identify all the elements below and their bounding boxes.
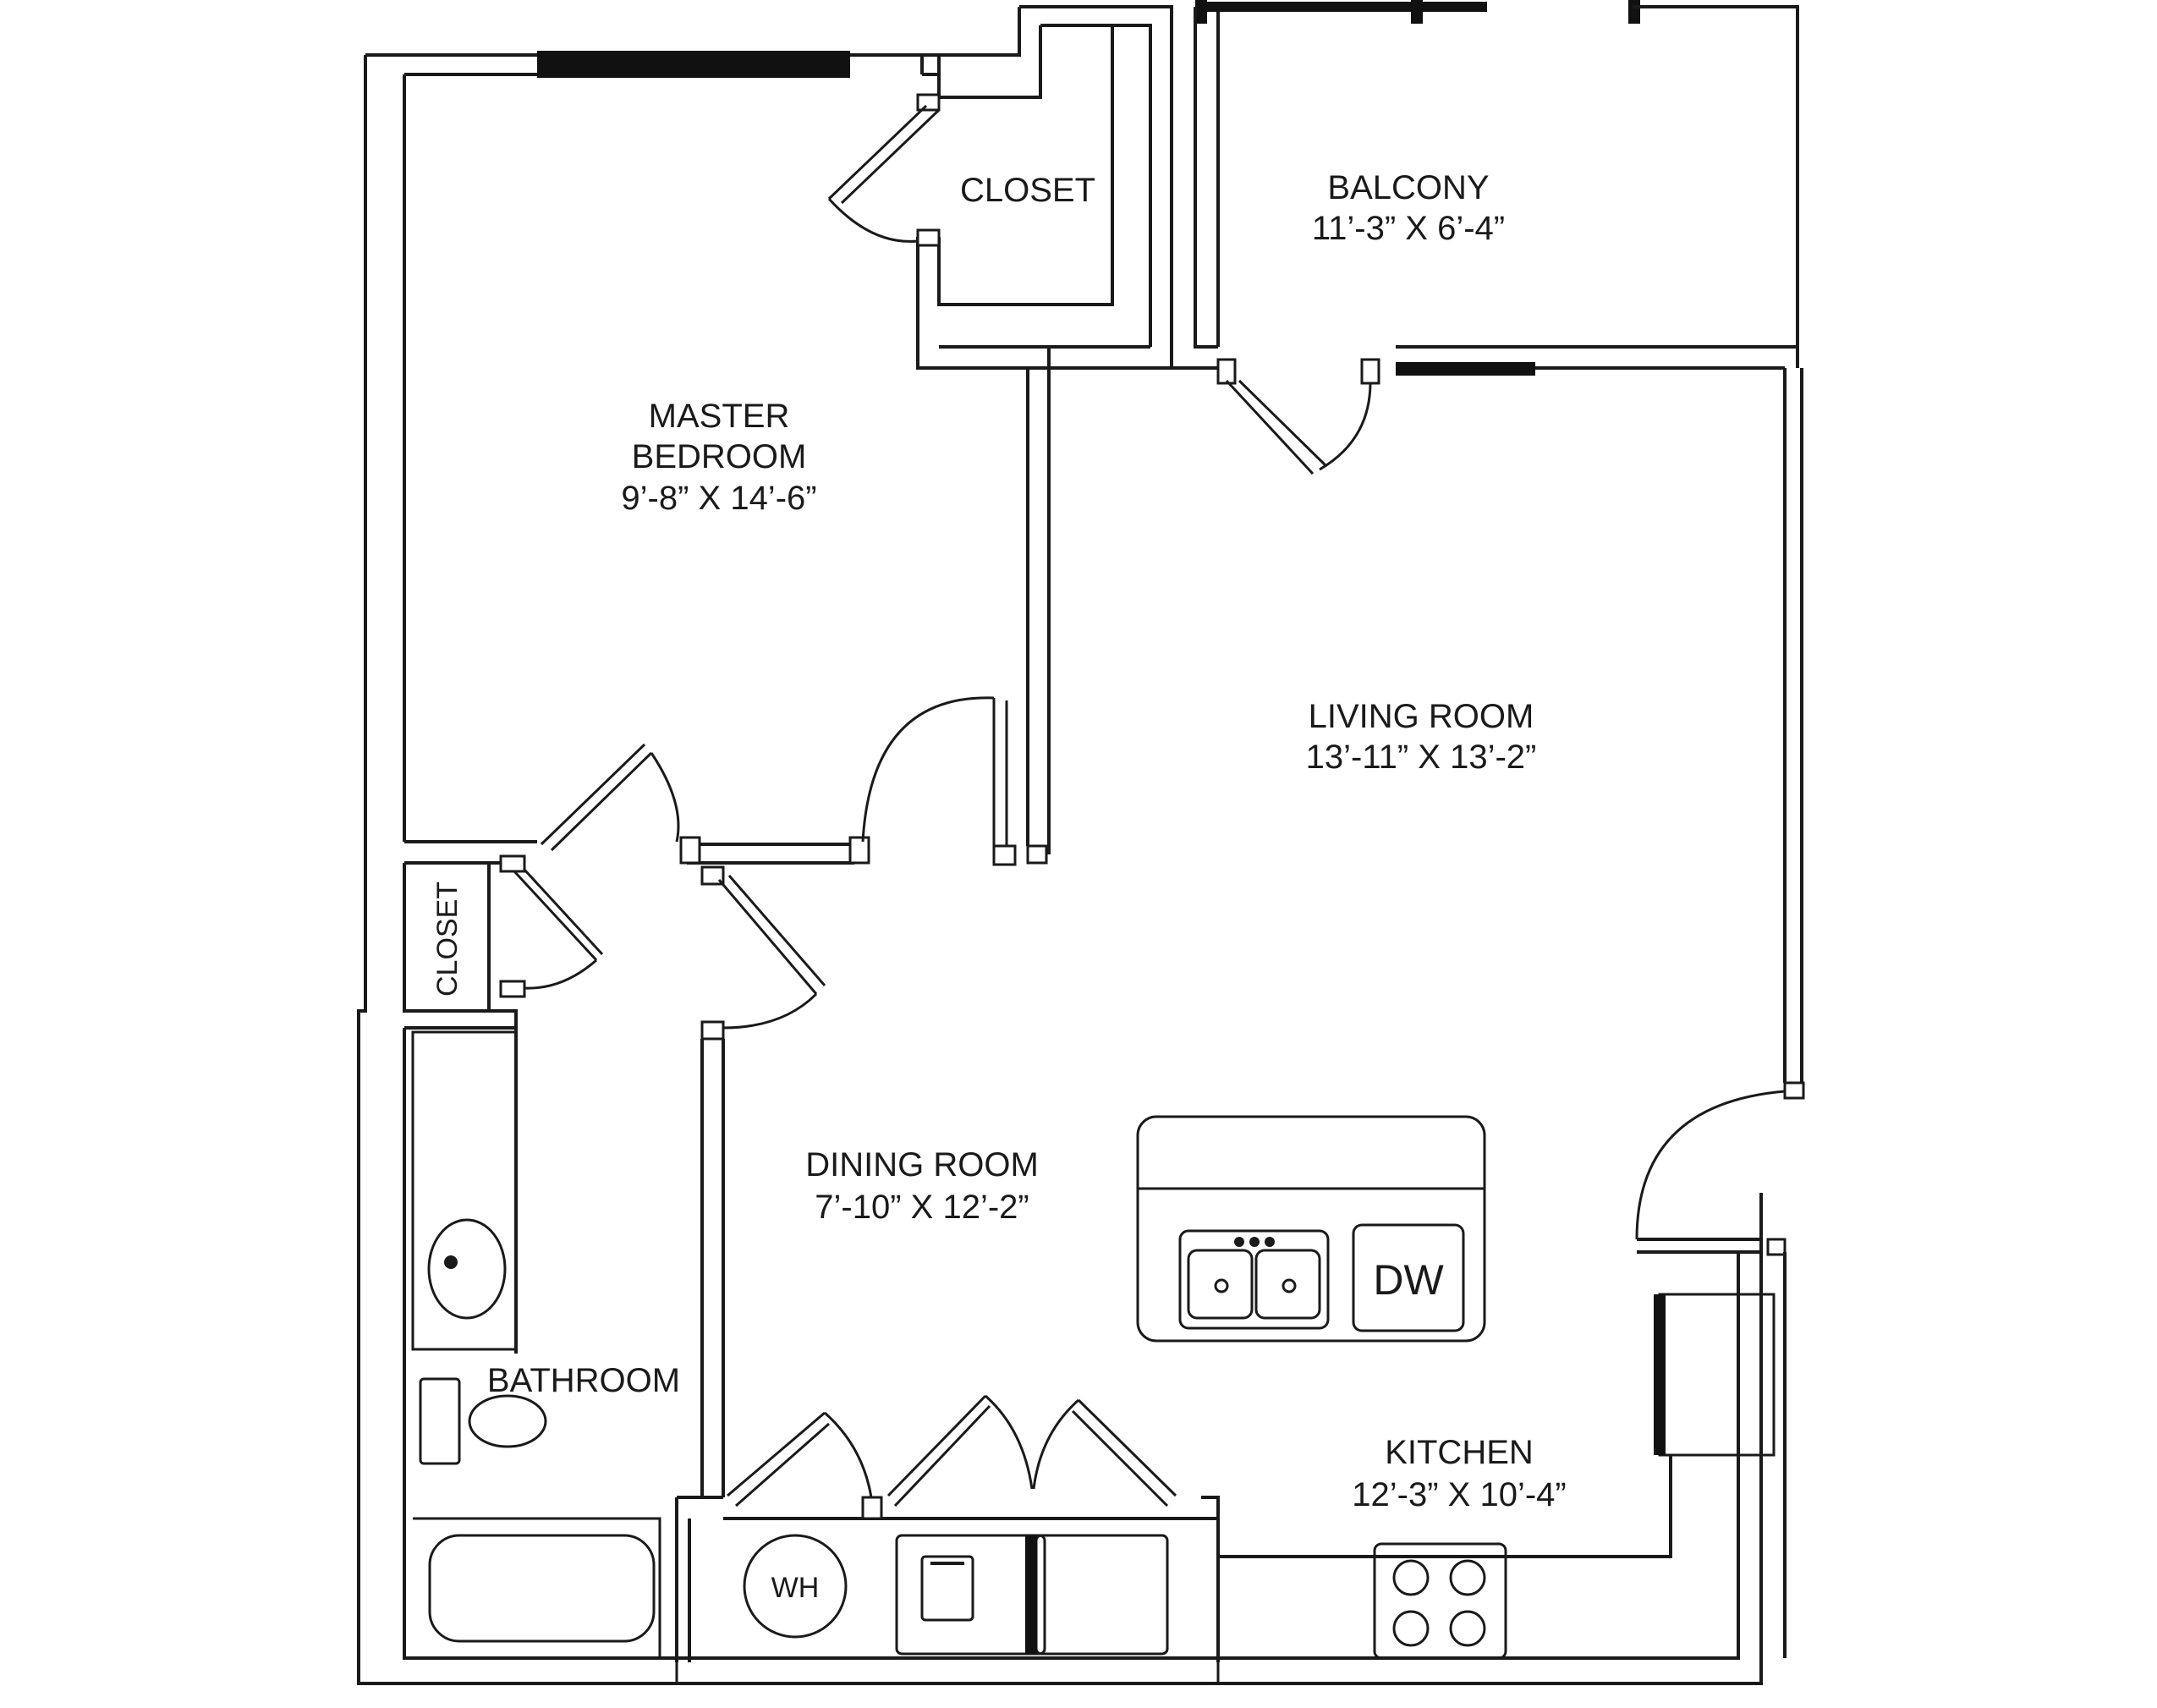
bathtub-icon bbox=[428, 1534, 656, 1643]
kitchen-fixtures bbox=[1136, 1115, 1776, 1660]
label-closet-top: CLOSET bbox=[960, 172, 1095, 209]
label-living-room: LIVING ROOM bbox=[1309, 698, 1534, 735]
label-kitchen-size: 12’-3” X 10’-4” bbox=[1352, 1476, 1566, 1513]
label-balcony-size: 11’-3” X 6’-4” bbox=[1312, 210, 1505, 247]
toilet-bowl-icon bbox=[468, 1394, 547, 1448]
kitchen-island bbox=[1136, 1115, 1486, 1343]
label-dining-room-size: 7’-10” X 12’-2” bbox=[815, 1189, 1029, 1226]
label-balcony: BALCONY bbox=[1327, 169, 1489, 206]
label-master-bedroom-1: MASTER bbox=[649, 398, 790, 435]
label-water-heater: WH bbox=[771, 1572, 820, 1604]
label-master-bedroom-size: 9’-8” X 14’-6” bbox=[621, 480, 816, 517]
label-dining-room: DINING ROOM bbox=[805, 1146, 1039, 1184]
stove-icon bbox=[1373, 1542, 1507, 1660]
kitchen-sink-icon bbox=[1178, 1229, 1330, 1330]
sink-icon bbox=[427, 1218, 507, 1320]
balcony-walls bbox=[1172, 0, 1799, 475]
window-bedroom bbox=[537, 51, 850, 78]
bathroom-fixtures bbox=[411, 1030, 691, 1662]
label-living-room-size: 13’-11” X 13’-2” bbox=[1306, 739, 1537, 776]
laundry-area bbox=[677, 1394, 1220, 1662]
label-bathroom: BATHROOM bbox=[487, 1362, 680, 1399]
label-closet-side: CLOSET bbox=[431, 881, 464, 997]
closet-top-walls bbox=[827, 5, 1173, 854]
dryer-icon bbox=[1035, 1534, 1169, 1656]
dishwasher-icon bbox=[1352, 1223, 1465, 1332]
label-dishwasher: DW bbox=[1373, 1256, 1444, 1304]
washer-icon bbox=[895, 1534, 1046, 1656]
toilet-tank-icon bbox=[419, 1377, 461, 1465]
water-heater-icon bbox=[743, 1534, 848, 1639]
refrigerator-icon bbox=[1658, 1293, 1776, 1457]
living-room-walls bbox=[1635, 368, 1805, 1658]
exterior-walls bbox=[357, 53, 1763, 1685]
label-master-bedroom-2: BEDROOM bbox=[632, 438, 807, 475]
label-kitchen: KITCHEN bbox=[1385, 1434, 1534, 1471]
